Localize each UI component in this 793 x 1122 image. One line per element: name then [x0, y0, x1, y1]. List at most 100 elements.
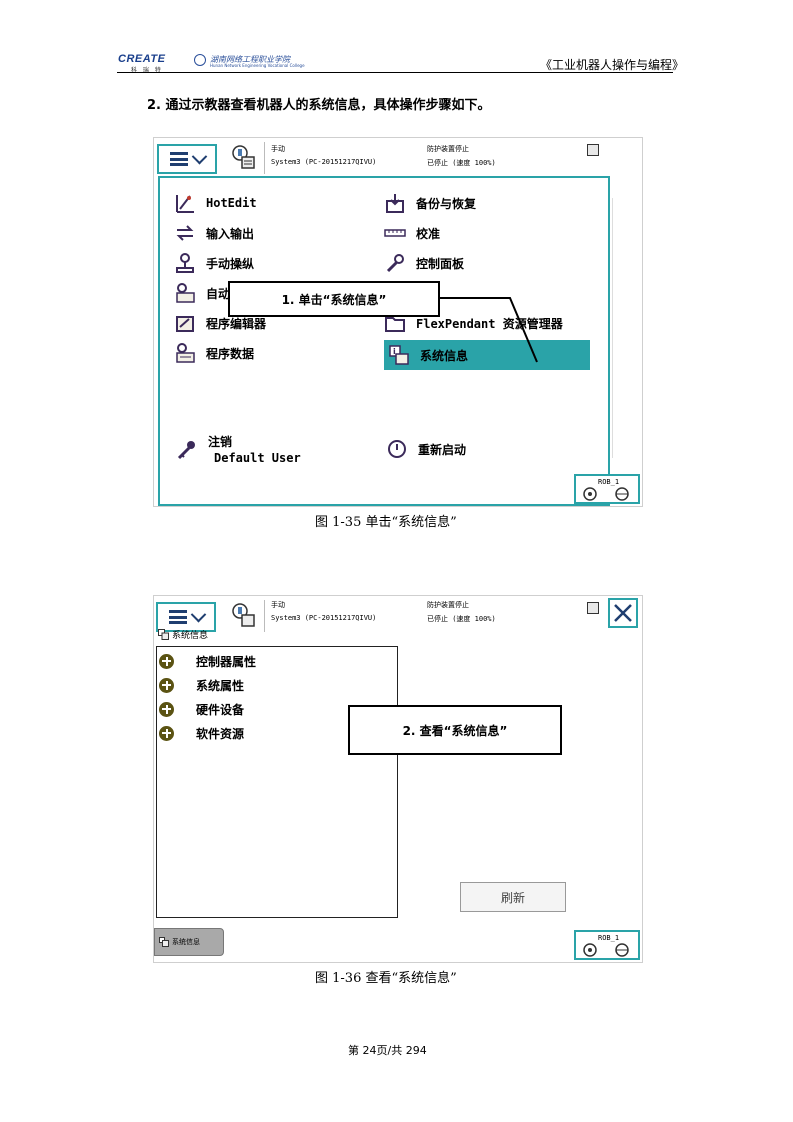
- school-logo-text: 湖南网络工程职业学院: [210, 55, 290, 64]
- tree-item-controller-properties[interactable]: 控制器属性: [159, 651, 256, 671]
- menu-label: 输入输出: [206, 226, 255, 241]
- operator-window-icon[interactable]: [230, 602, 256, 628]
- callout-1-text: 1. 单击“系统信息”: [281, 292, 387, 307]
- menu-label: 控制面板: [416, 256, 465, 271]
- restart-label: 重新启动: [418, 442, 467, 457]
- step-instruction: 2. 通过示教器查看机器人的系统信息，具体操作步骤如下。: [147, 98, 491, 113]
- create-logo-subtitle: 科 瑞 特: [131, 67, 163, 74]
- figure-1-caption: 图 1-35 单击“系统信息”: [315, 515, 457, 530]
- system-info-icon: i: [389, 345, 409, 365]
- menu-item-jogging[interactable]: 手动操纵: [174, 250, 254, 276]
- close-button[interactable]: [608, 598, 638, 628]
- joystick-icon: [176, 253, 194, 273]
- main-menu-panel: HotEdit 输入输出 手动操纵 自动 程序编辑器 程序数据 备份与恢复: [158, 176, 610, 506]
- tree-item-label: 系统属性: [196, 678, 245, 693]
- auto-production-icon: [176, 283, 195, 303]
- hamburger-icon: [169, 152, 188, 166]
- tree-item-software-resources[interactable]: 软件资源: [159, 723, 244, 743]
- menu-label: 系统信息: [420, 348, 469, 363]
- system-info-tree: 控制器属性 系统属性 硬件设备 软件资源: [156, 646, 398, 918]
- menu-label: 自动: [206, 286, 231, 301]
- menu-item-hotedit[interactable]: HotEdit: [174, 190, 257, 216]
- menu-item-calibration[interactable]: 校准: [384, 220, 590, 246]
- menu-item-program-editor[interactable]: 程序编辑器: [174, 310, 266, 336]
- main-menu-button[interactable]: [156, 602, 216, 632]
- speed-text: 已停止 (速度 100%): [427, 159, 496, 167]
- quickset-icon[interactable]: [587, 602, 599, 614]
- rob1-quickset-button[interactable]: ROB_1: [574, 930, 640, 960]
- header-divider: [117, 72, 673, 73]
- school-seal-icon: [194, 54, 206, 66]
- expand-plus-icon[interactable]: [159, 677, 174, 693]
- robot-mech-unit-icon: [583, 943, 629, 957]
- menu-item-io[interactable]: 输入输出: [174, 220, 254, 246]
- refresh-button[interactable]: 刷新: [460, 882, 566, 912]
- quickset-icon[interactable]: [587, 144, 599, 156]
- rob1-label: ROB_1: [598, 478, 620, 486]
- tree-item-label: 控制器属性: [196, 654, 257, 669]
- background-window-edge: [612, 198, 642, 458]
- rob1-quickset-button[interactable]: ROB_1: [574, 474, 640, 504]
- page-title: 系统信息: [158, 628, 208, 641]
- menu-label: 程序数据: [206, 346, 255, 361]
- system-info-icon: [158, 629, 169, 640]
- logoff-user: Default User: [214, 451, 301, 465]
- menu-item-auto[interactable]: 自动: [174, 280, 230, 306]
- guard-stop-text: 防护装置停止: [427, 601, 469, 609]
- system-name-text: System3 (PC-20151217QIVU): [271, 614, 377, 622]
- expand-plus-icon[interactable]: [159, 701, 174, 717]
- guard-stop-text: 防护装置停止: [427, 145, 469, 153]
- expand-plus-icon[interactable]: [159, 653, 174, 669]
- book-title: 《工业机器人操作与编程》: [540, 58, 685, 72]
- menu-label: HotEdit: [206, 196, 257, 210]
- menu-label: 校准: [416, 226, 441, 241]
- menu-item-control-panel[interactable]: 控制面板: [384, 250, 590, 276]
- wrench-icon: [386, 254, 404, 273]
- status-bar[interactable]: 手动 System3 (PC-20151217QIVU) 防护装置停止 已停止 …: [264, 142, 605, 174]
- main-menu-button[interactable]: [157, 144, 217, 174]
- taskbar-tab-label: 系统信息: [172, 938, 200, 946]
- backup-icon: [386, 194, 404, 213]
- menu-item-program-data[interactable]: 程序数据: [174, 340, 254, 366]
- callout-2-text: 2. 查看“系统信息”: [402, 723, 508, 738]
- menu-label: 手动操纵: [206, 256, 255, 271]
- status-bar[interactable]: 手动 System3 (PC-20151217QIVU) 防护装置停止 已停止 …: [264, 600, 605, 632]
- figure-2-screenshot: 手动 System3 (PC-20151217QIVU) 防护装置停止 已停止 …: [153, 595, 643, 963]
- school-logo-subtitle: Hunan Network Engineering Vocational Col…: [210, 63, 305, 68]
- power-icon: [388, 440, 406, 458]
- figure-2-caption: 图 1-36 查看“系统信息”: [315, 971, 457, 986]
- tree-item-label: 软件资源: [196, 726, 245, 741]
- program-data-icon: [176, 343, 195, 363]
- create-logo: CREATE: [118, 53, 166, 65]
- menu-item-system-info[interactable]: i 系统信息: [384, 340, 590, 370]
- refresh-label: 刷新: [500, 890, 525, 905]
- key-icon: [177, 441, 195, 460]
- hamburger-icon: [168, 610, 187, 624]
- callout-1: 1. 单击“系统信息”: [228, 281, 440, 317]
- menu-item-flexpendant-explorer[interactable]: FlexPendant 资源管理器: [384, 310, 590, 336]
- menu-label: 备份与恢复: [416, 196, 477, 211]
- svg-text:i: i: [393, 347, 396, 356]
- logoff-button[interactable]: 注销 Default User: [176, 430, 301, 470]
- close-icon: [614, 604, 632, 622]
- page-title-text: 系统信息: [172, 631, 209, 641]
- restart-button[interactable]: 重新启动: [386, 436, 466, 462]
- system-info-icon: [159, 937, 169, 947]
- calibration-icon: [384, 229, 406, 237]
- flexpendant-topbar: 手动 System3 (PC-20151217QIVU) 防护装置停止 已停止 …: [154, 596, 642, 636]
- operator-window-icon[interactable]: [230, 144, 256, 170]
- menu-label: 程序编辑器: [206, 316, 267, 331]
- chevron-down-icon: [190, 606, 206, 622]
- menu-item-backup-restore[interactable]: 备份与恢复: [384, 190, 590, 216]
- system-name-text: System3 (PC-20151217QIVU): [271, 158, 377, 166]
- figure-1-screenshot: 手动 System3 (PC-20151217QIVU) 防护装置停止 已停止 …: [153, 137, 643, 507]
- speed-text: 已停止 (速度 100%): [427, 615, 496, 623]
- io-arrows-icon: [176, 225, 194, 241]
- tree-item-label: 硬件设备: [196, 702, 245, 717]
- taskbar-tab-system-info[interactable]: 系统信息: [154, 928, 224, 956]
- expand-plus-icon[interactable]: [159, 725, 174, 741]
- tree-item-system-properties[interactable]: 系统属性: [159, 675, 244, 695]
- explorer-icon: [385, 317, 405, 332]
- menu-label: FlexPendant 资源管理器: [416, 316, 563, 331]
- tree-item-hardware-devices[interactable]: 硬件设备: [159, 699, 244, 719]
